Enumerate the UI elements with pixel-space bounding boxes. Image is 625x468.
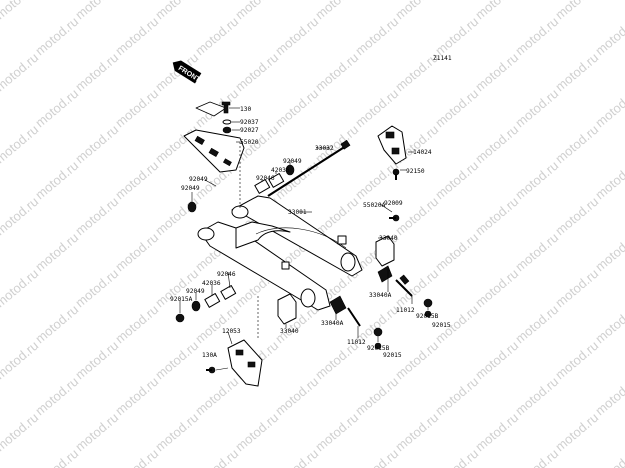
leader-lines: [179, 107, 429, 371]
swing-arm: [197, 195, 363, 311]
label-92037: 92037: [240, 119, 259, 126]
label-92049-a: 92049: [283, 158, 302, 165]
chain-slider: [183, 129, 245, 173]
nut-92015B-upper: [423, 298, 433, 308]
bolt-92150: [392, 168, 400, 180]
label-14024: 14024: [413, 149, 432, 156]
nut-92015-upper: [424, 310, 432, 318]
label-92049-d: 92049: [186, 288, 205, 295]
label-33040-a: 33040: [379, 235, 398, 242]
label-33001: 33001: [288, 209, 307, 216]
part-labels: 130 92037 92027 55020 92049 92046 42036 …: [170, 106, 451, 359]
label-33032: 33032: [315, 145, 334, 152]
collar-92046-lower: [220, 285, 237, 300]
nut-92015B-lower: [373, 327, 383, 337]
diagram-id: Z1141: [433, 55, 452, 62]
label-55020A: 55020A: [363, 202, 386, 209]
seal-92049-lower: [191, 300, 201, 312]
washer-92037: [222, 119, 232, 125]
label-11012-a: 11012: [396, 307, 415, 314]
adjust-bolt-11012-lower: [347, 307, 361, 327]
collar-92027: [222, 126, 232, 134]
label-42036-a: 42036: [271, 167, 290, 174]
adjuster-plate-33040A-upper: [377, 265, 393, 283]
bearing-42036-upper: [268, 173, 285, 188]
label-92049-c: 92049: [181, 185, 200, 192]
label-92015-b: 92015: [383, 352, 402, 359]
label-92049-b: 92049: [189, 176, 208, 183]
bolt-92009: [389, 214, 400, 222]
label-12053: 12053: [222, 328, 241, 335]
label-55020: 55020: [240, 139, 259, 146]
adjust-bolt-11012-upper: [395, 274, 413, 297]
chain-adjuster-33040-upper: [375, 235, 395, 267]
label-33040-b: 33040: [280, 328, 299, 335]
label-92009: 92009: [384, 200, 403, 207]
label-92015B-b: 92015B: [367, 345, 390, 352]
label-92150: 92150: [406, 168, 425, 175]
label-130A: 130A: [202, 352, 217, 359]
chain-guide-14024: [377, 125, 407, 165]
label-92015B-a: 92015B: [416, 313, 439, 320]
collar-92046-upper: [254, 179, 271, 194]
label-33040A-a: 33040A: [369, 292, 392, 299]
chain-guard-12053: [227, 339, 263, 387]
label-11012-b: 11012: [347, 339, 366, 346]
label-42036-b: 42036: [202, 280, 221, 287]
label-92015A: 92015A: [170, 296, 193, 303]
label-92046-b: 92046: [217, 271, 236, 278]
label-130: 130: [240, 106, 251, 113]
seal-92049-left: [187, 201, 197, 213]
pivot-shaft-33032: [267, 139, 351, 197]
watermark-text: motod.ru: [0, 446, 1, 468]
cap-92015A: [175, 313, 185, 323]
adjuster-plate-33040A-lower: [329, 295, 347, 315]
front-arrow-icon: FRONT: [172, 60, 202, 84]
label-92027: 92027: [240, 127, 259, 134]
bolt-130A: [206, 366, 216, 374]
label-92046-a: 92046: [256, 175, 275, 182]
nut-92015-lower: [374, 342, 382, 350]
bolt-130: [221, 101, 231, 114]
chain-adjuster-33040-lower: [277, 293, 297, 325]
label-33040A-b: 33040A: [321, 320, 344, 327]
chain-guide-upper: [195, 101, 227, 117]
bearing-42036-lower: [204, 293, 221, 308]
label-92015-a: 92015: [432, 322, 451, 329]
